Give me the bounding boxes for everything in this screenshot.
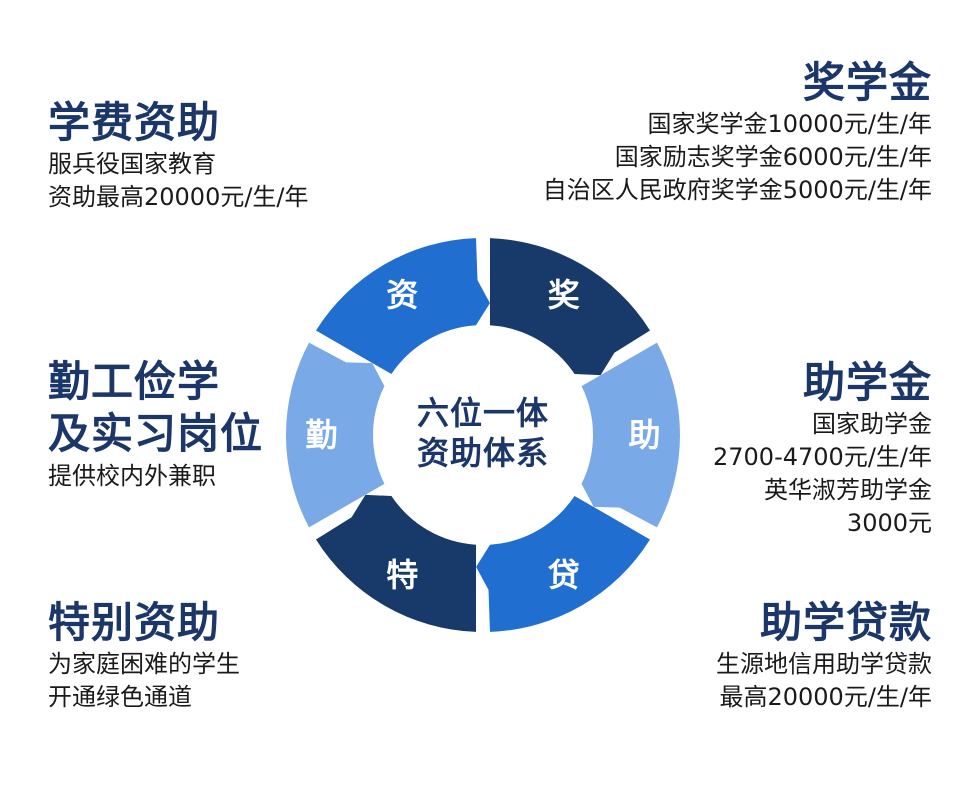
scholarship-line-3: 自治区人民政府奖学金5000元/生/年: [542, 176, 932, 204]
wheel-segments: [286, 238, 680, 632]
grant-line-3: 英华淑芳助学金: [764, 476, 932, 504]
tuition-aid-line-2: 资助最高20000元/生/年: [48, 183, 309, 211]
grant-title: 助学金: [802, 358, 932, 407]
student-loan-title: 助学贷款: [759, 598, 932, 647]
segment-label-jiang: 奖: [548, 276, 580, 314]
special-aid-title: 特别资助: [48, 598, 221, 647]
scholarship-block: 奖学金 国家奖学金10000元/生/年 国家励志奖学金6000元/生/年 自治区…: [543, 58, 932, 207]
segment-label-te: 特: [386, 556, 418, 594]
segment-label-zhu: 助: [628, 416, 660, 454]
student-loan-block: 助学贷款 生源地信用助学贷款 最高20000元/生/年: [716, 598, 932, 714]
wheel-segment-zhu: [581, 342, 680, 528]
work-study-block: 勤工俭学 及实习岗位 提供校内外兼职: [48, 356, 263, 493]
work-study-title-line-2: 及实习岗位: [48, 409, 264, 458]
wheel-segment-te: [315, 494, 477, 632]
work-study-title-line-1: 勤工俭学: [48, 357, 221, 406]
work-study-line-1: 提供校内外兼职: [48, 462, 216, 490]
center-title-line-1: 六位一体: [417, 394, 549, 432]
wheel-segment-dai: [476, 495, 651, 632]
special-aid-block: 特别资助 为家庭困难的学生 开通绿色通道: [48, 598, 240, 714]
segment-label-dai: 贷: [548, 556, 580, 594]
grant-line-4: 3000元: [846, 509, 932, 537]
scholarship-title: 奖学金: [802, 58, 932, 107]
scholarship-line-1: 国家奖学金10000元/生/年: [647, 110, 932, 138]
student-loan-line-2: 最高20000元/生/年: [719, 683, 932, 711]
grant-block: 助学金 国家助学金 2700-4700元/生/年 英华淑芳助学金 3000元: [713, 358, 932, 540]
wheel-segment-zi: [315, 238, 490, 375]
center-title-line-2: 资助体系: [417, 434, 549, 472]
tuition-aid-title: 学费资助: [48, 98, 221, 147]
wheel-segment-qin: [286, 342, 385, 528]
student-loan-line-1: 生源地信用助学贷款: [716, 650, 932, 678]
scholarship-line-2: 国家励志奖学金6000元/生/年: [614, 143, 932, 171]
grant-line-1: 国家助学金: [812, 410, 932, 438]
wheel-segment-labels: 奖 助 贷 特 勤 资: [305, 276, 660, 594]
tuition-aid-line-1: 服兵役国家教育: [48, 150, 216, 178]
special-aid-line-2: 开通绿色通道: [48, 683, 192, 711]
wheel-segment-jiang: [489, 238, 651, 376]
special-aid-line-1: 为家庭困难的学生: [48, 650, 240, 678]
tuition-aid-block: 学费资助 服兵役国家教育 资助最高20000元/生/年: [48, 98, 309, 214]
segment-label-qin: 勤: [305, 416, 337, 454]
grant-line-2: 2700-4700元/生/年: [713, 443, 932, 471]
segment-label-zi: 资: [386, 276, 418, 314]
